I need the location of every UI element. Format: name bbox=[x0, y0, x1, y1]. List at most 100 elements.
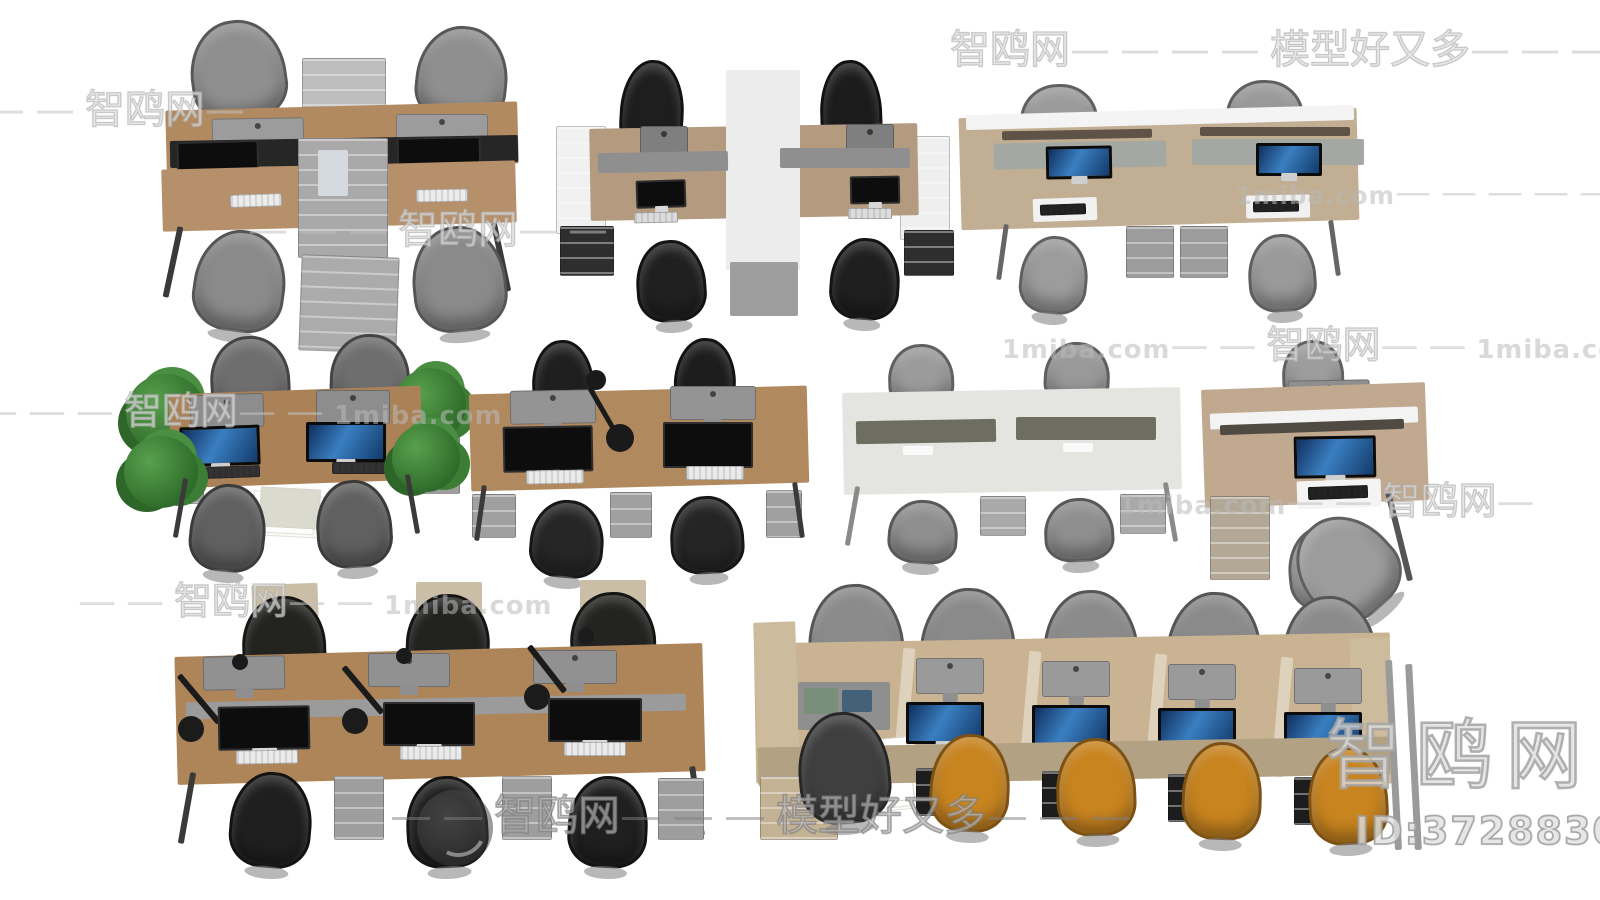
watermark-text: 智鸥网————模型好又多———— bbox=[949, 27, 1600, 73]
office-chair bbox=[1042, 496, 1116, 564]
desk-surface bbox=[318, 150, 348, 196]
keyboard bbox=[1039, 203, 1087, 216]
monitor-back bbox=[316, 390, 390, 424]
desk-surface bbox=[726, 70, 800, 270]
drawer-cabinet bbox=[658, 778, 704, 840]
monitor bbox=[635, 179, 687, 209]
office-chair bbox=[633, 237, 709, 325]
monitor-screen bbox=[306, 422, 386, 462]
monitor bbox=[502, 425, 594, 473]
desk-leg bbox=[162, 226, 184, 298]
office-chair bbox=[565, 773, 651, 871]
divider-panel bbox=[1200, 127, 1350, 136]
office-chair bbox=[668, 494, 746, 576]
divider-panel bbox=[855, 418, 997, 445]
desk-surface bbox=[903, 446, 933, 455]
desk-surface bbox=[804, 688, 838, 714]
divider-panel bbox=[1016, 417, 1156, 440]
lamp-base bbox=[342, 708, 368, 734]
office-chair bbox=[225, 768, 317, 872]
drawer-cabinet bbox=[560, 226, 614, 276]
divider-panel bbox=[780, 148, 910, 168]
office-chair bbox=[526, 496, 608, 582]
watermark-badge-icon bbox=[417, 790, 493, 866]
papers bbox=[258, 486, 322, 530]
keyboard bbox=[229, 193, 283, 208]
office-chair bbox=[187, 224, 293, 338]
desk-surface bbox=[1063, 443, 1093, 452]
monitor-back bbox=[509, 389, 597, 425]
watermark-segment: — bbox=[1496, 479, 1545, 523]
drawer-cabinet bbox=[980, 496, 1026, 536]
monitor-screen bbox=[1256, 143, 1322, 176]
monitor-back bbox=[1294, 668, 1362, 704]
watermark-segment: ID:372883081 bbox=[1354, 809, 1600, 853]
desk-surface bbox=[730, 262, 798, 316]
lamp-base bbox=[524, 684, 550, 710]
plant bbox=[124, 436, 198, 508]
watermark-segment: ———— bbox=[1470, 27, 1600, 73]
watermark-segment: ——— bbox=[0, 389, 124, 433]
office-chair bbox=[1016, 232, 1092, 318]
monitor-back bbox=[640, 126, 688, 154]
keyboard bbox=[525, 469, 585, 485]
monitor-back bbox=[1168, 664, 1236, 700]
drawer-cabinet bbox=[334, 776, 384, 840]
office-chair bbox=[827, 235, 903, 323]
watermark-segment: —————— bbox=[1395, 172, 1600, 213]
monitor-screen bbox=[906, 702, 984, 744]
watermark-segment: 模型好又多 bbox=[1269, 27, 1470, 73]
keyboard bbox=[686, 466, 744, 480]
monitor bbox=[217, 705, 311, 751]
watermark-segment: —— bbox=[1170, 323, 1267, 367]
drawer-cabinet bbox=[502, 776, 552, 840]
keyboard bbox=[1307, 484, 1369, 501]
lamp-head bbox=[586, 370, 606, 390]
monitor bbox=[383, 702, 475, 746]
monitor-back bbox=[916, 658, 984, 694]
lamp-base bbox=[606, 424, 634, 452]
office-chair bbox=[313, 477, 395, 571]
keyboard bbox=[1252, 200, 1300, 213]
desk-leg bbox=[1328, 219, 1341, 277]
drawer-cabinet bbox=[1180, 226, 1228, 278]
keyboard bbox=[564, 742, 626, 756]
office-chair bbox=[1245, 231, 1319, 315]
divider-panel bbox=[597, 150, 729, 174]
lamp-head bbox=[396, 648, 412, 664]
keyboard bbox=[235, 749, 299, 765]
monitor-back bbox=[1042, 661, 1110, 697]
keyboard bbox=[415, 188, 469, 203]
keyboard bbox=[205, 465, 261, 479]
drawer-cabinet bbox=[904, 230, 954, 276]
keyboard bbox=[848, 208, 892, 219]
lamp-base bbox=[178, 716, 204, 742]
watermark-segment: —— bbox=[78, 579, 174, 623]
desk-leg bbox=[844, 486, 861, 546]
keyboard bbox=[633, 211, 679, 224]
monitor bbox=[548, 698, 642, 742]
monitor-screen bbox=[1045, 145, 1113, 180]
lamp-head bbox=[578, 628, 594, 644]
watermark-segment: ———— bbox=[1070, 27, 1270, 73]
drawer-cabinet bbox=[1120, 494, 1166, 534]
model-id-watermark: ID:372883081 bbox=[1354, 809, 1600, 853]
monitor bbox=[849, 175, 901, 205]
drawer-cabinet bbox=[1126, 226, 1174, 278]
watermark-segment: —— bbox=[0, 87, 85, 133]
monitor bbox=[663, 422, 753, 468]
keyboard bbox=[400, 746, 462, 760]
desk-leg bbox=[1405, 663, 1422, 851]
drawer-cabinet bbox=[1210, 496, 1270, 580]
desk-surface bbox=[842, 690, 872, 712]
keyboard bbox=[332, 462, 386, 474]
desk-leg bbox=[996, 223, 1009, 281]
monitor-back bbox=[189, 392, 265, 430]
monitor-back bbox=[670, 386, 756, 420]
office-chair bbox=[885, 497, 961, 567]
watermark-segment: 1miba.com bbox=[1476, 335, 1600, 365]
lamp-head bbox=[232, 654, 248, 670]
monitor-back bbox=[846, 124, 894, 152]
plant bbox=[392, 424, 460, 492]
